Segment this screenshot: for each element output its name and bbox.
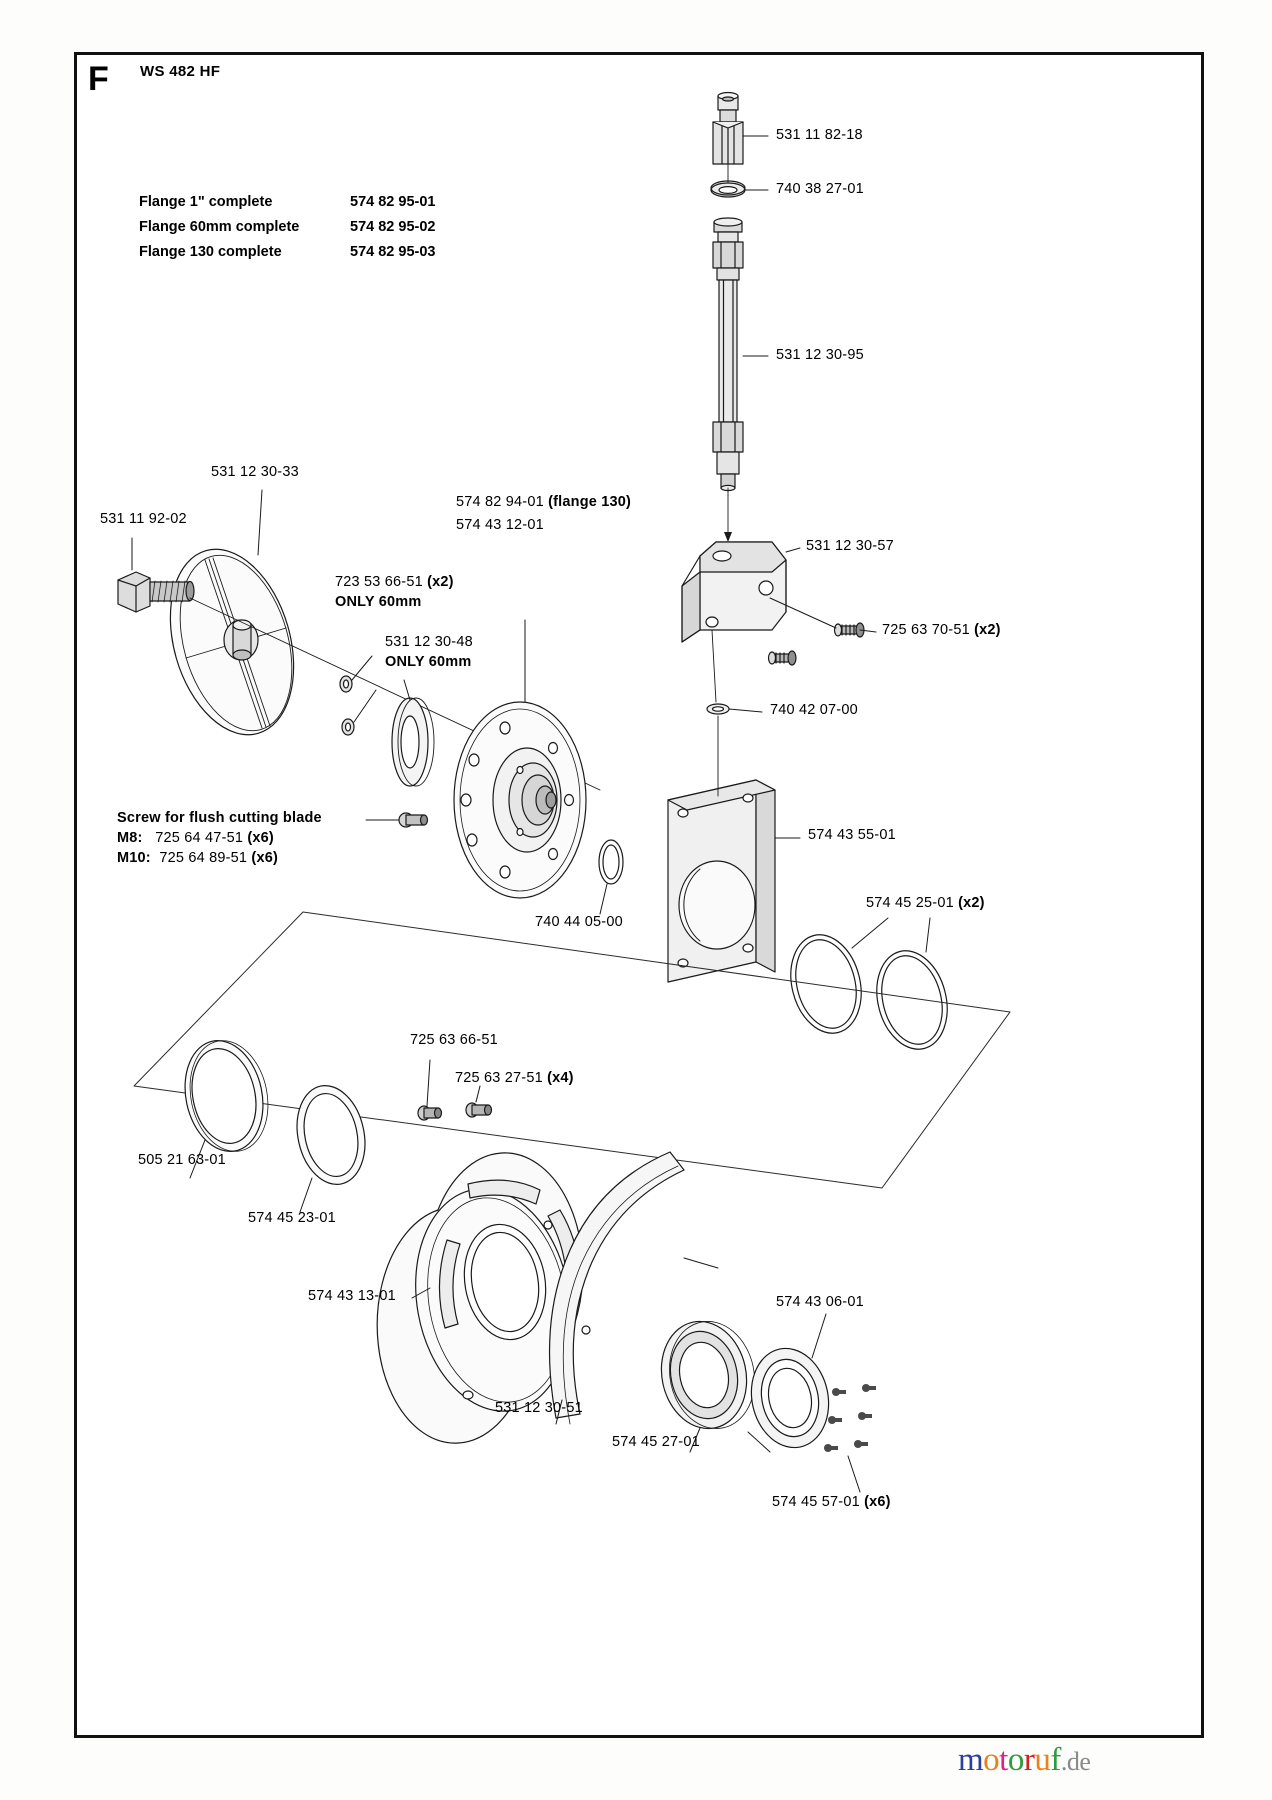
callout-574-43-55-01: 574 43 55-01 (808, 827, 896, 843)
callout-574-45-25-01: 574 45 25-01 (x2) (866, 895, 985, 911)
callout-740-44-05-00: 740 44 05-00 (535, 914, 623, 930)
callout-531-12-30-51: 531 12 30-51 (495, 1400, 583, 1416)
callout-574-82-94-01: 574 82 94-01 (flange 130) (456, 494, 631, 510)
section-letter: F (88, 60, 109, 98)
watermark-suffix: .de (1060, 1747, 1091, 1776)
callout-740-42-07-00: 740 42 07-00 (770, 702, 858, 718)
callout-725-63-70-51: 725 63 70-51 (x2) (882, 622, 1001, 638)
diagram-border (74, 52, 1204, 1738)
callout-574-45-23-01: 574 45 23-01 (248, 1210, 336, 1226)
callout-screw-m8: M8: 725 64 47-51 (x6) (117, 830, 274, 846)
screw-m10-qty: (x6) (251, 850, 279, 866)
flange-row: Flange 60mm complete 574 82 95-02 (139, 214, 435, 239)
model-title: WS 482 HF (140, 63, 221, 80)
callout-qty: (x2) (974, 622, 1001, 638)
callout-qty: (x2) (958, 895, 985, 911)
callout-number: 725 63 27-51 (455, 1070, 543, 1086)
callout-725-63-66-51: 725 63 66-51 (410, 1032, 498, 1048)
screw-m10-label: M10: (117, 850, 151, 866)
callout-note: (flange 130) (548, 494, 632, 510)
callout-screw-m10: M10: 725 64 89-51 (x6) (117, 850, 278, 866)
callout-number: 574 45 25-01 (866, 895, 954, 911)
callout-number: 574 45 57-01 (772, 1494, 860, 1510)
callout-574-45-57-01: 574 45 57-01 (x6) (772, 1494, 891, 1510)
callout-574-43-06-01: 574 43 06-01 (776, 1294, 864, 1310)
flange-row: Flange 1" complete 574 82 95-01 (139, 189, 435, 214)
callout-531-11-92-02: 531 11 92-02 (100, 511, 187, 527)
callout-740-38-27-01: 740 38 27-01 (776, 181, 864, 197)
flange-complete-table: Flange 1" complete 574 82 95-01 Flange 6… (139, 189, 435, 264)
flange-name: Flange 60mm complete (139, 218, 300, 235)
callout-574-43-12-01: 574 43 12-01 (456, 517, 544, 533)
flange-name: Flange 1" complete (139, 193, 273, 210)
callout-531-12-30-33: 531 12 30-33 (211, 464, 299, 480)
callout-qty: (x2) (427, 574, 454, 590)
callout-number: 574 82 94-01 (456, 494, 544, 510)
callout-only-60mm-a: ONLY 60mm (335, 594, 422, 610)
callout-531-12-30-95: 531 12 30-95 (776, 347, 864, 363)
callout-screw-flush-title: Screw for flush cutting blade (117, 810, 322, 826)
flange-number: 574 82 95-02 (350, 218, 436, 235)
flange-name: Flange 130 complete (139, 243, 282, 260)
callout-number: 723 53 66-51 (335, 574, 423, 590)
callout-723-53-66-51: 723 53 66-51 (x2) (335, 574, 454, 590)
callout-574-45-27-01: 574 45 27-01 (612, 1434, 700, 1450)
callout-574-43-13-01: 574 43 13-01 (308, 1288, 396, 1304)
callout-only-60mm-b: ONLY 60mm (385, 654, 472, 670)
callout-qty: (x6) (864, 1494, 891, 1510)
watermark-name: motoruf (958, 1742, 1061, 1778)
callout-531-11-82-18: 531 11 82-18 (776, 127, 863, 143)
callout-number: 725 63 70-51 (882, 622, 970, 638)
motoruf-watermark: motoruf.de (958, 1742, 1091, 1779)
screw-m8-qty: (x6) (247, 830, 274, 846)
screw-m10-value: 725 64 89-51 (159, 850, 248, 866)
callout-531-12-30-48: 531 12 30-48 (385, 634, 473, 650)
callout-725-63-27-51: 725 63 27-51 (x4) (455, 1070, 574, 1086)
callout-531-12-30-57: 531 12 30-57 (806, 538, 894, 554)
flange-number: 574 82 95-03 (350, 243, 436, 260)
screw-m8-label: M8: (117, 830, 143, 846)
screw-m8-value: 725 64 47-51 (155, 830, 244, 846)
callout-505-21-63-01: 505 21 63-01 (138, 1152, 226, 1168)
callout-qty: (x4) (547, 1070, 574, 1086)
flange-number: 574 82 95-01 (350, 193, 436, 210)
flange-row: Flange 130 complete 574 82 95-03 (139, 239, 435, 264)
